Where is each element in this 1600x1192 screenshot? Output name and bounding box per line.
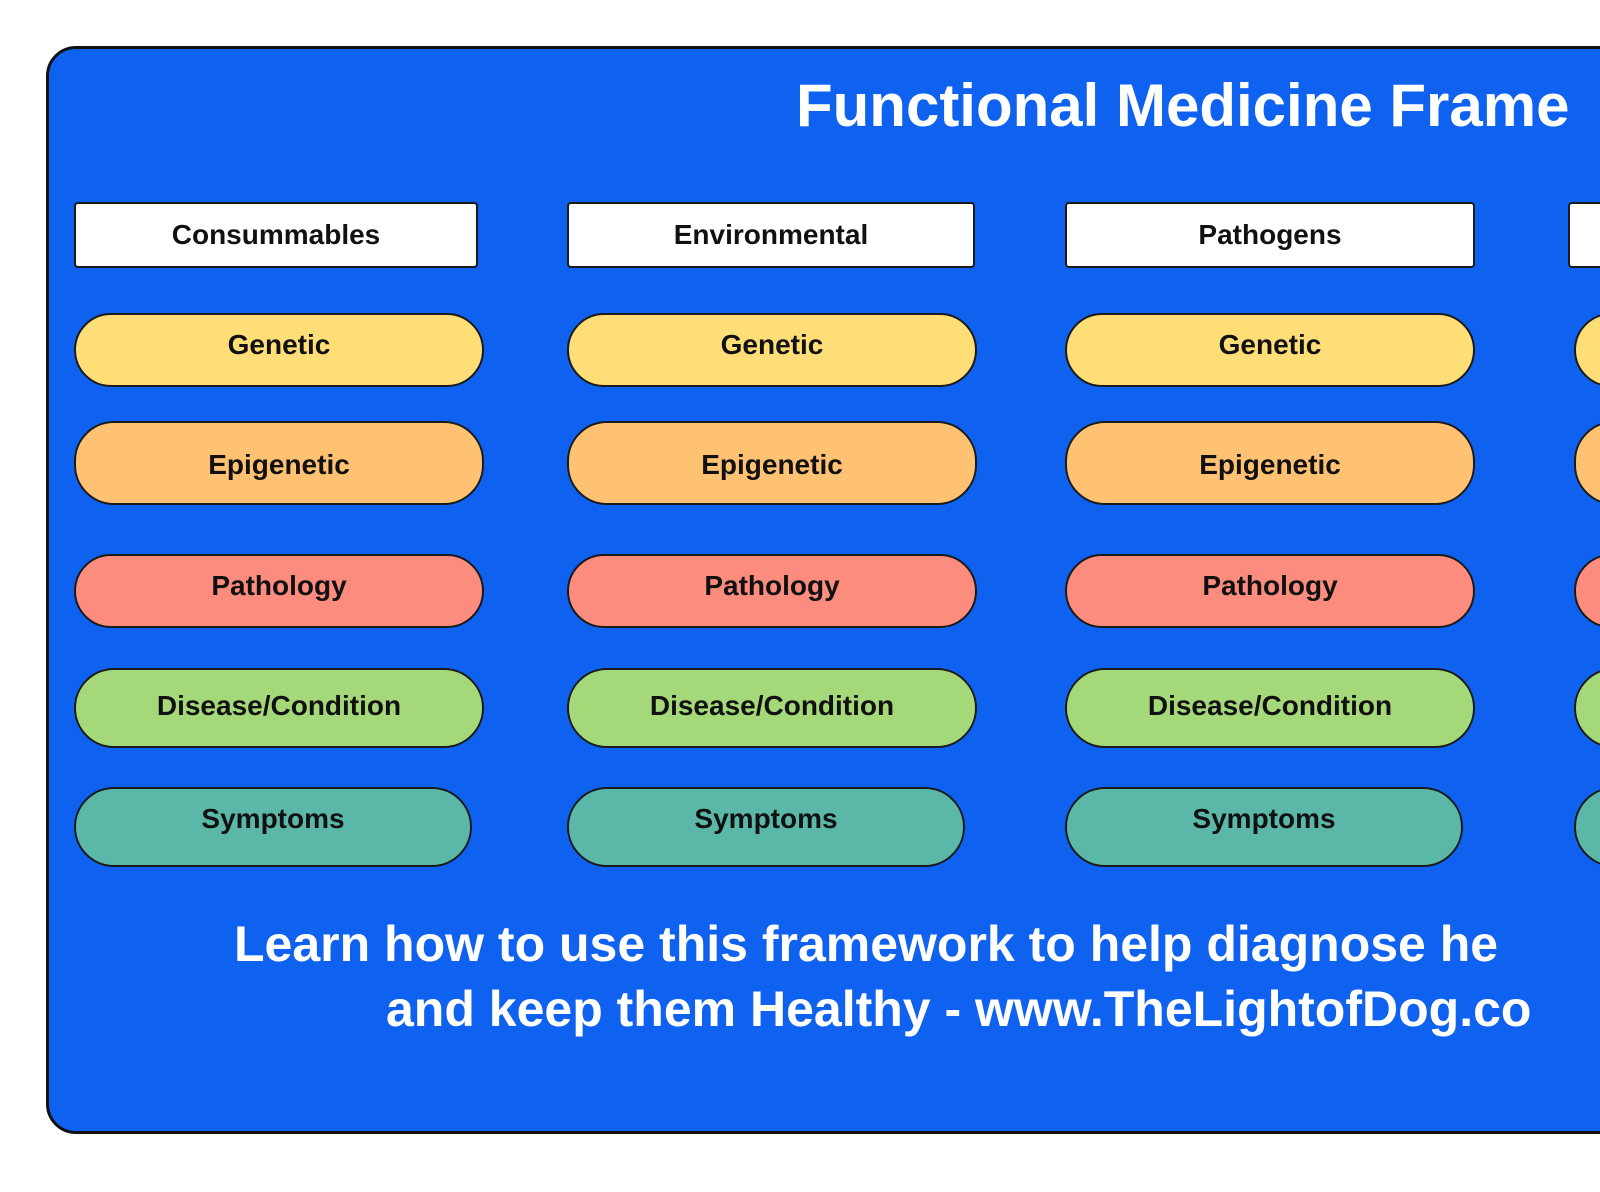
pill-pathology: Pathology <box>1065 554 1475 628</box>
pill-disease-condition: Disease/Condition <box>74 668 484 748</box>
footer-line-1: Learn how to use this framework to help … <box>234 916 1499 972</box>
category-header: Consummables <box>74 202 478 268</box>
pill-genetic: Genetic <box>1065 313 1475 387</box>
category-header: Pathogens <box>1065 202 1475 268</box>
pill-symptoms: Symptoms <box>74 787 472 867</box>
pill-genetic: Genetic <box>74 313 484 387</box>
pill-symptoms: Symptoms <box>567 787 965 867</box>
pill-epigenetic: Epigenetic <box>1065 421 1475 505</box>
pill-epigenetic: Epigenetic <box>74 421 484 505</box>
pill-pathology: Pathology <box>567 554 977 628</box>
diagram-title: Functional Medicine Frame <box>796 72 1570 139</box>
pill-symptoms: Symptoms <box>1065 787 1463 867</box>
pill-epigenetic: Epigenetic <box>567 421 977 505</box>
category-header <box>1568 202 1600 268</box>
pill-disease-condition: Disease/Condition <box>567 668 977 748</box>
category-header: Environmental <box>567 202 975 268</box>
footer-line-2: and keep them Healthy - www.TheLightofDo… <box>386 981 1532 1037</box>
pill-disease-condition: Disease/Condition <box>1065 668 1475 748</box>
pill-pathology: Pathology <box>74 554 484 628</box>
pill-genetic: Genetic <box>567 313 977 387</box>
